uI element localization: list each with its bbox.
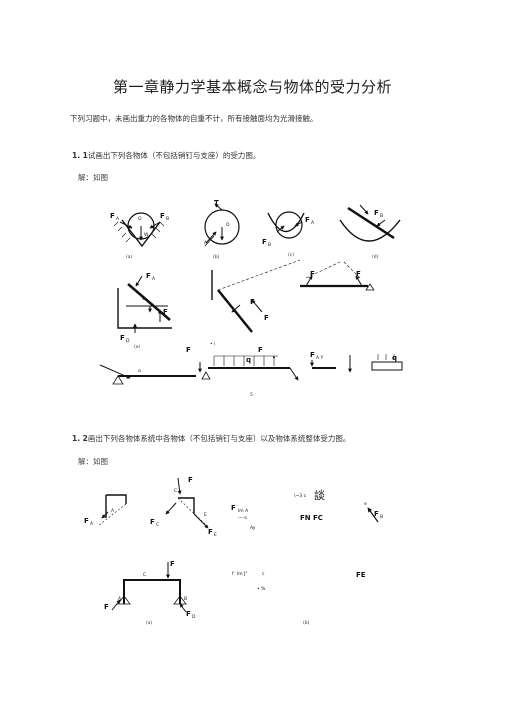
label-2-fb: F: [374, 510, 379, 518]
label-2-frame-a: A: [118, 596, 122, 602]
label-2-fe-sub: E: [214, 532, 217, 538]
caption-b: (b): [213, 254, 220, 260]
label-fb-e: F: [163, 308, 168, 316]
label-fd-e-sub: D: [126, 338, 130, 344]
diagram-row3: [99, 354, 403, 385]
noise-percent: • %: [257, 586, 266, 592]
label-alpha: α: [138, 369, 141, 374]
noise-dashes: ----s: [238, 516, 247, 521]
label-fa-c-sub: A: [311, 220, 315, 226]
diagram-row2-right: [300, 261, 375, 291]
page-mark: 5: [250, 392, 253, 398]
label-o-a: O: [138, 216, 142, 222]
label-2-fe: F: [208, 528, 213, 536]
label-fa-e: F: [146, 272, 151, 280]
caption-2b: (b): [303, 620, 310, 626]
diagram-e: [117, 275, 172, 333]
noise-fc: FC: [313, 514, 323, 522]
section-1-solution: 解：如图: [78, 173, 108, 182]
label-t-b: T: [214, 199, 219, 207]
diagram-2a-frame: [111, 562, 187, 613]
diagram-2a-upper: [97, 494, 127, 527]
noise-3c: \~3 c: [294, 493, 307, 499]
section-1-heading: 1. 1试画出下列各物体（不包括销钉与支座）的受力图。: [72, 150, 260, 161]
label-fay-sub: A Y: [316, 355, 324, 361]
label-fa-r2: F: [310, 270, 315, 278]
noise-c2: c: [262, 572, 265, 577]
label-2-c: C: [174, 488, 177, 494]
label-2-fb-sub: B: [380, 514, 383, 520]
label-fay: F: [310, 351, 315, 359]
label-2-fa: F: [84, 517, 89, 525]
label-fa-a: F: [110, 212, 115, 220]
label-2-frame-c: C: [143, 572, 146, 578]
label-fa-e-sub: A: [152, 276, 156, 282]
noise-f2: f: [232, 571, 234, 577]
label-fb-c: F: [262, 238, 267, 246]
label-fd-e: F: [120, 334, 125, 342]
diagram-a: [113, 212, 165, 248]
caption-c: (c): [288, 252, 294, 258]
diagram-b: [204, 203, 240, 247]
noise-lmj: lm J": [237, 571, 247, 577]
section-2-solution: 解：如图: [78, 457, 108, 466]
label-q-r3d: q: [392, 354, 397, 362]
section-2-heading: 1. 2画出下列各物体系统中各物体（不包括销钉与支座）以及物体系统整体受力图。: [72, 433, 350, 444]
section-2-number: 1. 2: [72, 434, 88, 443]
label-fb-c-sub: B: [268, 242, 271, 248]
label-2-a: A: [111, 508, 115, 514]
label-f-mid: F: [250, 298, 255, 306]
caption-d: (d): [372, 254, 379, 260]
diagram-row2-middle: [211, 259, 301, 333]
diagram-2a-cbe: [165, 477, 209, 529]
section-1-text: 试画出下列各物体（不包括销钉与支座）的受力图。: [87, 151, 261, 160]
label-2-fc-sub: C: [156, 522, 159, 528]
label-2-e-small: e: [364, 502, 367, 507]
label-a-b: A: [204, 240, 208, 246]
diagram-2-right-arrow: [367, 507, 379, 523]
noise-tan: 談: [314, 488, 325, 502]
page-title: 第一章静力学基本概念与物体的受力分析: [112, 78, 392, 96]
noise-ay: Ay: [250, 525, 256, 531]
label-q-r3b: q: [246, 356, 251, 364]
label-fb-r2: F: [356, 270, 361, 278]
label-2-f: F: [188, 476, 193, 484]
label-2-fc: F: [150, 518, 155, 526]
label-fb-a: F: [160, 212, 165, 220]
label-2-e: E: [204, 512, 207, 518]
caption-a: (a): [126, 254, 133, 260]
label-fa-a-sub: A: [116, 216, 120, 222]
label-c-e: C: [142, 296, 145, 302]
section-2-text: 画出下列各物体系统中各物体（不包括销钉与支座）以及物体系统整体受力图。: [87, 434, 351, 443]
caption-2a: (a): [146, 620, 153, 626]
label-2-frame-f: F: [170, 560, 175, 568]
label-w-a: W: [144, 232, 149, 238]
noise-f: F: [231, 504, 236, 512]
label-fa-c: F: [305, 216, 310, 224]
intro-text: 下列习题中，未画出重力的各物体的自重不计，所有接触面均为光滑接触。: [70, 114, 318, 123]
label-i-mark: • i: [210, 341, 215, 347]
noise-lma: lm A: [238, 508, 249, 514]
label-2-frame-fd: F: [186, 610, 191, 618]
label-2-frame-b: B: [184, 596, 187, 602]
label-o-b: O: [226, 222, 230, 228]
label-fb-d-sub: B: [380, 213, 383, 219]
diagram-c: [267, 211, 305, 239]
label-fb-mid: F: [264, 314, 269, 322]
label-fb-r3b: F: [258, 346, 263, 354]
label-fb-a-sub: B: [166, 216, 169, 222]
label-2-fa-sub: A: [90, 521, 94, 527]
caption-e: (e): [134, 344, 141, 350]
section-1-number: 1. 1: [72, 151, 88, 160]
noise-fn: FN: [300, 514, 311, 522]
label-2-frame-fd-sub: D: [192, 614, 196, 620]
label-fb-d: F: [374, 209, 379, 217]
diagram-d: [339, 204, 401, 242]
label-2-frame-fa: F: [104, 603, 109, 611]
noise-fe2: FE: [356, 571, 366, 579]
label-fb-r3a: F: [186, 346, 191, 354]
